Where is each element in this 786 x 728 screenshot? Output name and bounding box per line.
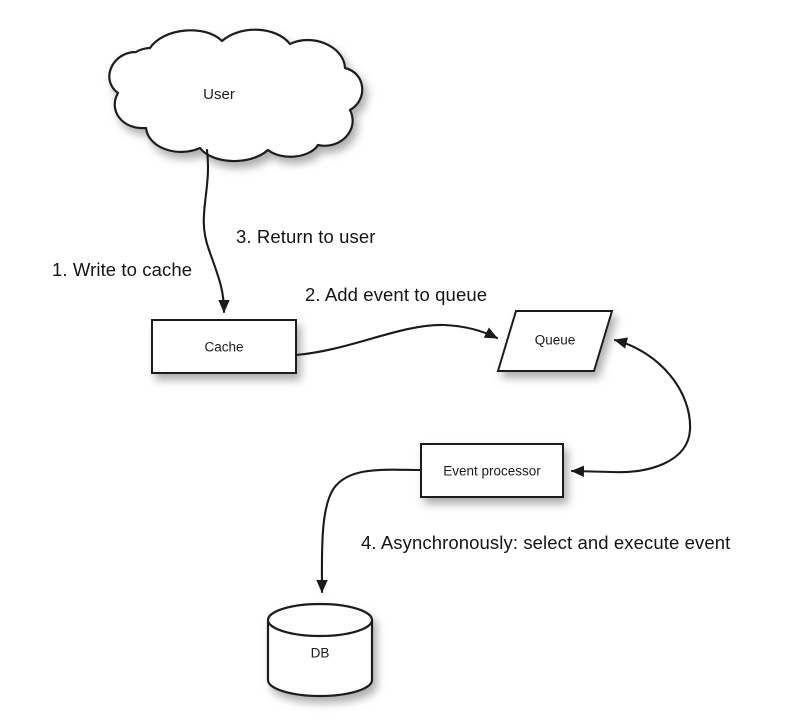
node-db[interactable]: DB bbox=[266, 602, 374, 698]
step-label-1: 1. Write to cache bbox=[52, 259, 193, 280]
node-label-event-processor: Event processor bbox=[443, 464, 541, 479]
step-label-4: 4. Asynchronously: select and execute ev… bbox=[361, 532, 731, 553]
edge-user-to-cache bbox=[202, 148, 230, 314]
edge-cache-to-queue bbox=[294, 323, 499, 357]
node-cache[interactable]: Cache bbox=[151, 319, 297, 374]
edge-event-processor-to-db bbox=[316, 468, 423, 594]
node-label-cache: Cache bbox=[204, 340, 243, 355]
step-label-2: 2. Add event to queue bbox=[305, 284, 488, 305]
node-label-queue: Queue bbox=[535, 333, 576, 348]
edge-queue-event-processor bbox=[570, 337, 692, 478]
node-queue[interactable]: Queue bbox=[496, 310, 614, 372]
node-label-user: User bbox=[203, 86, 235, 103]
node-event-processor[interactable]: Event processor bbox=[420, 443, 564, 498]
node-label-db: DB bbox=[311, 646, 330, 661]
node-user[interactable]: User bbox=[108, 28, 364, 163]
step-label-3: 3. Return to user bbox=[236, 226, 376, 247]
